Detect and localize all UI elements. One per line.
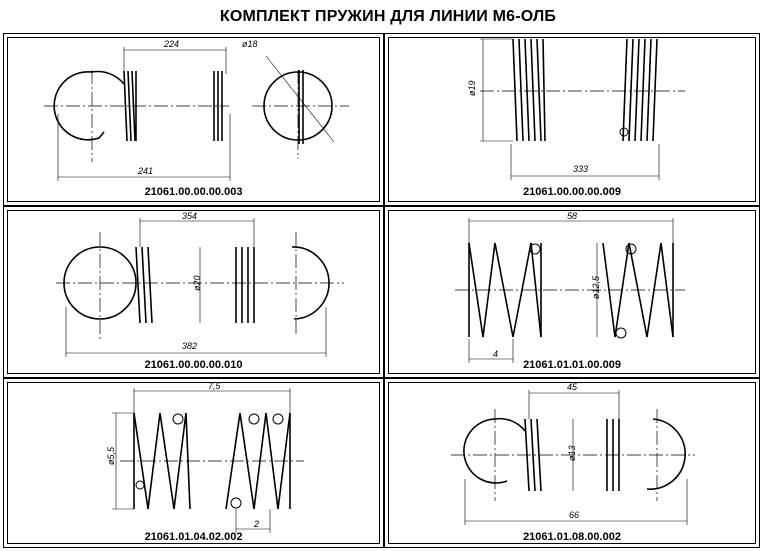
dim-pitch-5: 2 (253, 519, 259, 529)
part-code: 21061.00.00.00.003 (144, 186, 243, 198)
dim-diameter-4: ø12,5 (591, 275, 601, 299)
spring-drawing-1: 224 ø18 241 (44, 39, 349, 181)
spring-drawing-2: ø19 333 (467, 38, 685, 180)
spring-drawing-6: 45 ø13 66 (451, 382, 695, 525)
page-title: КОМПЛЕКТ ПРУЖИН ДЛЯ ЛИНИИ М6-ОЛБ (219, 8, 557, 25)
part-code: 21061.01.08.00.002 (523, 531, 621, 543)
dim-diameter-2: ø19 (467, 80, 477, 96)
spring-drawing-5: 7,5 ø5,5 2 (106, 381, 304, 533)
dim-length-5: 7,5 (208, 381, 222, 391)
spring-drawing-3: 354 ø20 382 (56, 211, 344, 357)
dim-total-length-6: 66 (569, 510, 579, 520)
part-code: 21061.00.00.00.009 (523, 186, 621, 198)
dim-pitch-4: 4 (493, 349, 498, 359)
part-code: 21061.01.04.02.002 (144, 531, 243, 543)
part-code: 21061.00.00.00.010 (144, 359, 243, 371)
spring-drawing-4: 58 ø12,5 4 (455, 211, 685, 363)
dim-length-4: 58 (567, 211, 577, 221)
dim-length-3: 354 (182, 211, 197, 221)
drawing-panel-4: 58 ø12,5 4 21061.01.01.00.009 (384, 206, 760, 378)
drawing-panel-6: 45 ø13 66 21061.01.08.00.002 (384, 378, 760, 548)
drawing-panel-2: ø19 333 21061.00.00.00.009 (384, 33, 760, 206)
dim-diameter-3: ø20 (192, 275, 202, 291)
drawing-panel-5: 7,5 ø5,5 2 21061.01.04.02.002 (3, 378, 384, 548)
dim-length-6: 45 (567, 382, 578, 392)
dim-total-length-3: 382 (182, 341, 197, 351)
dim-diameter-6: ø13 (567, 445, 577, 461)
dim-diameter-5: ø5,5 (106, 446, 116, 465)
dim-length-1: 224 (163, 39, 179, 49)
dim-length-2: 333 (573, 164, 588, 174)
dim-diameter-1: ø18 (242, 39, 258, 49)
dim-total-length-1: 241 (137, 166, 153, 176)
drawing-panel-1: 224 ø18 241 21061.00.00.00.003 (3, 33, 384, 206)
part-code: 21061.01.01.00.009 (523, 359, 621, 371)
drawing-panel-3: 354 ø20 382 21061.00.00.00.010 (3, 206, 384, 378)
